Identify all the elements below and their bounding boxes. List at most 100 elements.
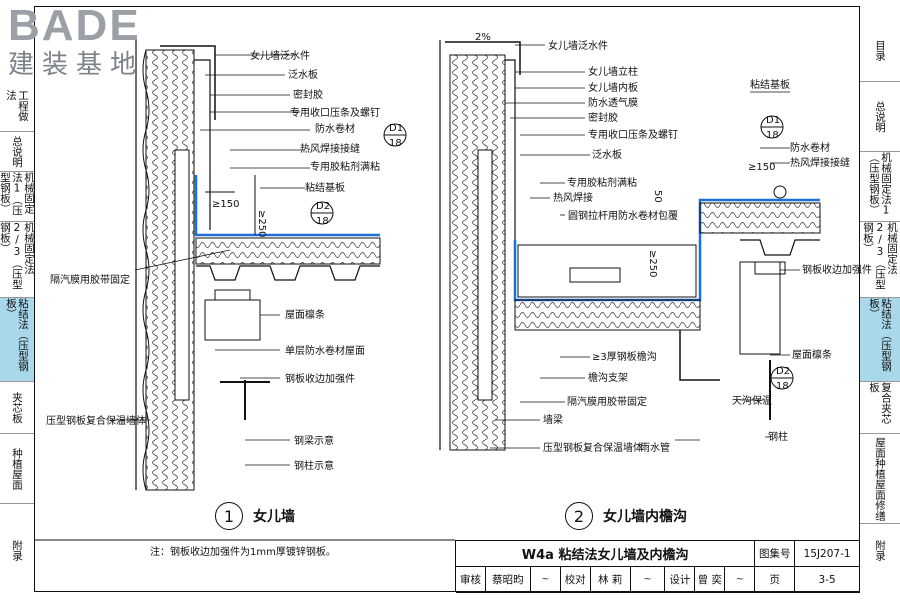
atlas-label: 图集号 [755,541,796,567]
tab-label: 机械固定法1（压型钢板） [868,152,892,217]
d2-label: 雨水管 [640,441,670,454]
d2-label: 女儿墙内板 [588,81,638,94]
d1-dim: ≥250 [256,210,267,237]
d2-label: 专用收口压条及螺钉 [588,128,678,141]
d1-label: 钢板收边加强件 [285,372,355,385]
d2-label: ≥3厚钢板檐沟 [592,350,657,363]
tab-label: 种植屋面 [11,447,23,490]
detail1-parapet-wall [135,40,381,491]
tab-mech-fix-1-right[interactable]: 机械固定法1（压型钢板） [860,152,900,222]
logo-text-en: BADE [8,1,141,50]
d1-label: 泛水板 [288,68,318,81]
d2-label: 女儿墙立柱 [588,65,638,78]
tab-mech-fix-1[interactable]: 机械固定法1（压型钢板） [0,172,35,222]
designer-signature: ~ [725,567,756,593]
d1-ref: 18 [389,138,402,149]
page-number: 3-5 [795,567,860,593]
d2-dim: 2% [475,32,491,43]
d2-label: 密封胶 [588,111,618,124]
detail1-leader-lines [110,54,310,466]
detail1-number: 1 [215,502,243,530]
d1-ref: 18 [316,216,329,227]
checker-name: 林 莉 [590,567,631,593]
d1-ref: D1 [389,123,403,134]
d2-ref: 18 [776,381,789,392]
tab-appendix[interactable]: 附录 [0,530,34,570]
tab-label: 机械固定法2/3（压型钢板） [0,222,35,290]
checker-signature: ~ [630,567,666,593]
detail1-labels: 女儿墙泛水件 泛水板 密封胶 专用收口压条及螺钉 防水卷材 热风焊接接缝 专用胶… [46,49,403,472]
review-label: 审核 [456,567,486,593]
tab-label: 总说明 [874,100,886,133]
d1-label: 女儿墙泛水件 [250,49,310,62]
drawing-frame [34,6,860,592]
tab-planted-roof-right[interactable]: 屋面种植屋面修缮 [860,434,900,524]
designer-name: 曾 奕 [695,567,726,593]
tab-label: 目录 [874,40,886,61]
tab-engineering-practice[interactable]: 工程做法 [0,90,34,132]
d1-ref: D2 [316,201,330,212]
tab-label: 复合夹芯板 [868,382,892,424]
tab-mech-fix-2-3-right[interactable]: 机械固定法2/3（压型钢板） [860,222,900,298]
d2-dim: ≥150 [748,162,775,173]
detail1-caption: 1 女儿墙 [215,502,295,530]
d2-label: 防水卷材 [790,141,830,154]
title-block: W4a 粘结法女儿墙及内檐沟 图集号 15J207-1 审核 蔡昭昀 ~ 校对 … [455,540,860,593]
d2-label: 压型钢板复合保温墙体 [543,441,643,454]
logo-text-cn: 建装基地 [8,50,145,80]
detail2-labels: 女儿墙泛水件 女儿墙立柱 女儿墙内板 防水透气膜 密封胶 专用收口压条及螺钉 泛… [475,32,872,454]
d2-dim: ≥250 [647,250,658,277]
tab-sandwich-panel[interactable]: 夹芯板 [0,382,34,434]
right-tab-strip: 目录 总说明 机械固定法1（压型钢板） 机械固定法2/3（压型钢板） 粘结法（压… [860,0,900,600]
d2-label: 钢柱 [768,430,788,443]
d2-label: 泛水板 [592,148,622,161]
d1-label: 压型钢板复合保温墙体 [46,414,146,427]
tab-label: 夹芯板 [11,391,23,424]
tab-label: 工程做法 [5,90,29,122]
tab-general-notes-right[interactable]: 总说明 [860,82,900,152]
detail2-ref-bubbles [760,115,794,390]
tab-contents[interactable]: 目录 [860,20,900,82]
d2-ref: D1 [766,115,780,126]
tab-planted-roof[interactable]: 种植屋面 [0,434,34,504]
d1-label: 密封胶 [293,88,323,101]
d2-label: 热风焊接接缝 [790,156,850,169]
tab-label: 附录 [874,539,886,561]
left-tab-strip: 工程做法 总说明 机械固定法1（压型钢板） 机械固定法2/3（压型钢板） 粘结法… [0,0,35,600]
tab-mech-fix-2-3[interactable]: 机械固定法2/3（压型钢板） [0,222,35,298]
detail2-leader-lines [490,44,800,449]
detail2-caption: 2 女儿墙内檐沟 [565,502,687,530]
d1-label: 专用收口压条及螺钉 [290,106,380,119]
detail1-ref-bubbles [310,123,407,225]
d2-label: 粘结基板 [750,78,790,91]
atlas-number: 15J207-1 [795,541,860,567]
tab-adhesive-method[interactable]: 粘结法（压型钢板） [0,298,34,382]
tab-label: 粘结法（压型钢板） [5,298,29,372]
d1-label: 防水卷材 [315,122,355,135]
check-label: 校对 [560,567,591,593]
detail1-title: 女儿墙 [253,509,295,525]
tab-adhesive-method-right[interactable]: 粘结法（压型钢板） [860,298,900,382]
d2-label: 墙梁 [543,413,563,426]
design-label: 设计 [665,567,696,593]
d1-label: 热风焊接接缝 [300,142,360,155]
d2-label: 钢板收边加强件 [802,263,872,276]
d2-label: 圆钢拉杆用防水卷材包覆 [568,209,678,222]
d1-label: 钢梁示意 [294,434,334,447]
page-label: 页 [755,567,796,593]
d2-dim: 50 [652,190,663,203]
drawing-title: W4a 粘结法女儿墙及内檐沟 [456,541,756,567]
d2-label: 檐沟支架 [588,371,628,384]
logo: BADE 建装基地 [8,1,145,81]
tab-general-notes[interactable]: 总说明 [0,132,34,172]
d2-label: 女儿墙泛水件 [548,39,608,52]
tab-appendix-right[interactable]: 附录 [860,530,900,570]
d1-label: 屋面檩条 [285,308,325,321]
d1-label: 隔汽膜用胶带固定 [50,273,130,286]
footnote: 注：钢板收边加强件为1mm厚镀锌钢板。 [150,547,336,558]
d1-label: 专用胶粘剂满粘 [310,160,380,173]
d2-label: 防水透气膜 [588,96,638,109]
tab-composite-panel-right[interactable]: 复合夹芯板 [860,382,900,434]
d1-label: 粘结基板 [305,181,345,194]
